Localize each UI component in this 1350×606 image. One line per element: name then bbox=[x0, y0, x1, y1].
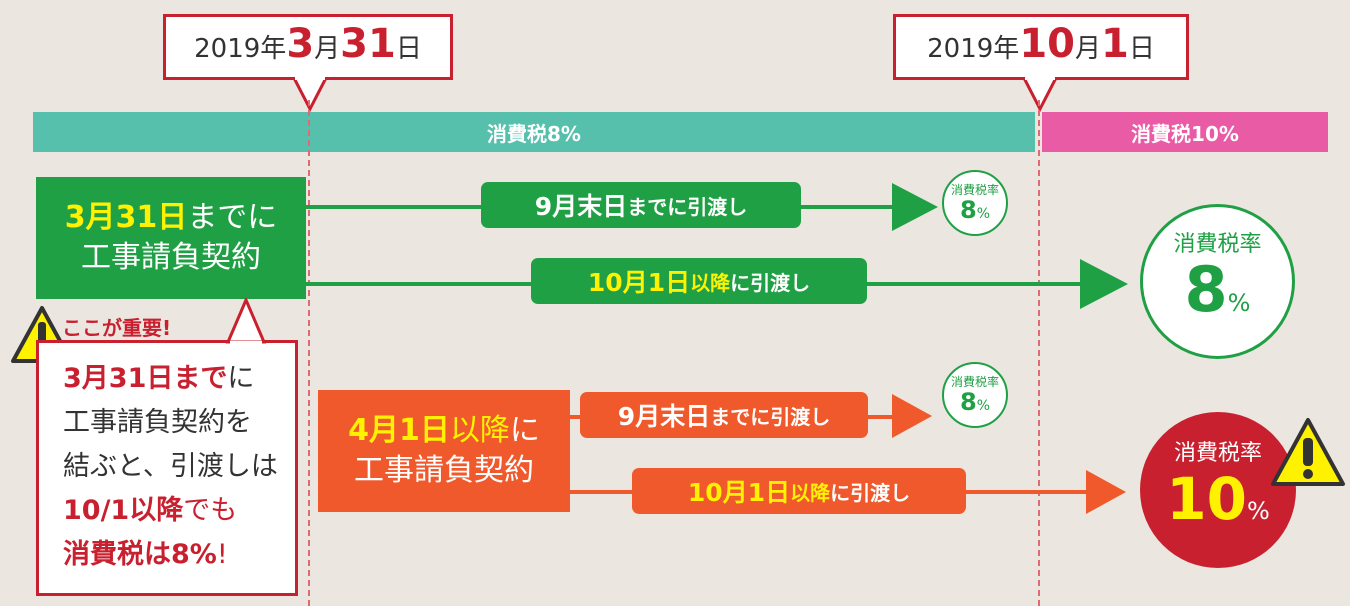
tax-rate-circle-big-green: 消費税率 8% bbox=[1140, 204, 1295, 359]
important-note-box: 3月31日までに 工事請負契約を 結ぶと、引渡しは 10/1以降でも 消費税は8… bbox=[36, 340, 298, 596]
pill-rest: までに引渡し bbox=[710, 404, 831, 429]
date-year: 2019年 bbox=[927, 34, 1020, 64]
date-month: 3 bbox=[286, 21, 315, 67]
note-text: ! bbox=[216, 539, 228, 570]
date-marker-line-2 bbox=[1038, 100, 1040, 606]
tax-rate-circle-small-green: 消費税率 8% bbox=[942, 170, 1008, 236]
orange-box-date: 4月1日 bbox=[348, 413, 450, 448]
circle-label: 消費税率 bbox=[1173, 440, 1262, 466]
circle-label: 消費税率 bbox=[950, 374, 999, 389]
circle-label: 消費税率 bbox=[950, 182, 999, 197]
tax-rate-circle-big-red: 消費税率 10% bbox=[1140, 412, 1296, 568]
pill-strong: 9月末日 bbox=[534, 192, 628, 221]
green-box-until: までに bbox=[187, 200, 278, 235]
orange-box-line1: 4月1日以降に bbox=[348, 411, 540, 451]
note-line-4: 10/1以降でも bbox=[63, 489, 287, 533]
date-month-unit: 月 bbox=[314, 34, 341, 64]
orange-box-after: 以降 bbox=[449, 413, 510, 448]
green-arrow-head-1 bbox=[892, 183, 938, 231]
date-marker-line-1 bbox=[308, 100, 310, 606]
pill-green-oct: 10月1日以降に引渡し bbox=[531, 258, 867, 304]
green-arrow-head-2 bbox=[1080, 259, 1128, 309]
pill-strong: 10月1日 bbox=[587, 268, 691, 297]
callout-pointer-1 bbox=[292, 77, 328, 113]
orange-arrow-head-1 bbox=[892, 394, 932, 438]
orange-box-ni: に bbox=[509, 413, 540, 448]
band-tax-8: 消費税8% bbox=[33, 112, 1035, 152]
circle-num: 8 bbox=[959, 195, 977, 224]
note-line-5: 消費税は8%! bbox=[63, 533, 287, 577]
note-pointer bbox=[225, 298, 267, 344]
note-line-1: 3月31日までに bbox=[63, 357, 287, 401]
orange-contract-box: 4月1日以降に 工事請負契約 bbox=[318, 390, 570, 512]
note-highlight: 3月31日まで bbox=[63, 363, 228, 394]
green-contract-box: 3月31日までに 工事請負契約 bbox=[36, 177, 306, 299]
circle-num: 8 bbox=[959, 387, 977, 416]
orange-arrow-head-2 bbox=[1086, 470, 1126, 514]
callout-pointer-2 bbox=[1022, 77, 1058, 113]
date-month: 10 bbox=[1019, 21, 1075, 67]
note-text: に bbox=[227, 363, 255, 394]
band-tax-8-label: 消費税8% bbox=[487, 121, 581, 146]
important-heading: ここが重要! bbox=[62, 316, 172, 340]
pill-rest: までに引渡し bbox=[627, 194, 748, 219]
pill-orange-oct: 10月1日以降に引渡し bbox=[632, 468, 966, 514]
band-tax-10-label: 消費税10% bbox=[1131, 121, 1239, 146]
pill-after: 以降 bbox=[790, 480, 831, 505]
note-text: でも bbox=[183, 495, 238, 526]
circle-unit: % bbox=[976, 397, 990, 414]
pill-strong: 10月1日 bbox=[687, 478, 791, 507]
tax-rate-circle-small-orange: 消費税率 8% bbox=[942, 362, 1008, 428]
date-day-unit: 日 bbox=[1128, 34, 1155, 64]
pill-orange-sep: 9月末日までに引渡し bbox=[580, 392, 868, 438]
pill-after: 以降 bbox=[690, 270, 731, 295]
note-line-3: 結ぶと、引渡しは bbox=[63, 451, 278, 482]
date-month-unit: 月 bbox=[1074, 34, 1101, 64]
pill-rest: に引渡し bbox=[730, 270, 811, 295]
warning-icon bbox=[1271, 418, 1345, 486]
circle-label: 消費税率 bbox=[1173, 231, 1262, 257]
green-box-date: 3月31日 bbox=[64, 200, 188, 235]
band-tax-10: 消費税10% bbox=[1042, 112, 1328, 152]
date-year: 2019年 bbox=[194, 34, 287, 64]
note-line-2: 工事請負契約を bbox=[63, 407, 252, 438]
note-highlight: 消費税は8% bbox=[63, 539, 217, 570]
circle-num: 10 bbox=[1166, 464, 1247, 533]
pill-green-sep: 9月末日までに引渡し bbox=[481, 182, 801, 228]
circle-unit: % bbox=[1227, 288, 1251, 317]
orange-box-line2: 工事請負契約 bbox=[354, 453, 534, 488]
pill-rest: に引渡し bbox=[830, 480, 911, 505]
circle-unit: % bbox=[1246, 496, 1270, 525]
date-day-unit: 日 bbox=[395, 34, 422, 64]
green-box-line1: 3月31日までに bbox=[65, 198, 278, 238]
circle-unit: % bbox=[976, 205, 990, 222]
pill-strong: 9月末日 bbox=[617, 402, 711, 431]
circle-num: 8 bbox=[1184, 252, 1228, 326]
date-day: 31 bbox=[340, 21, 396, 67]
green-box-line2: 工事請負契約 bbox=[81, 240, 261, 275]
date-day: 1 bbox=[1101, 21, 1129, 67]
note-highlight: 10/1以降 bbox=[63, 495, 184, 526]
